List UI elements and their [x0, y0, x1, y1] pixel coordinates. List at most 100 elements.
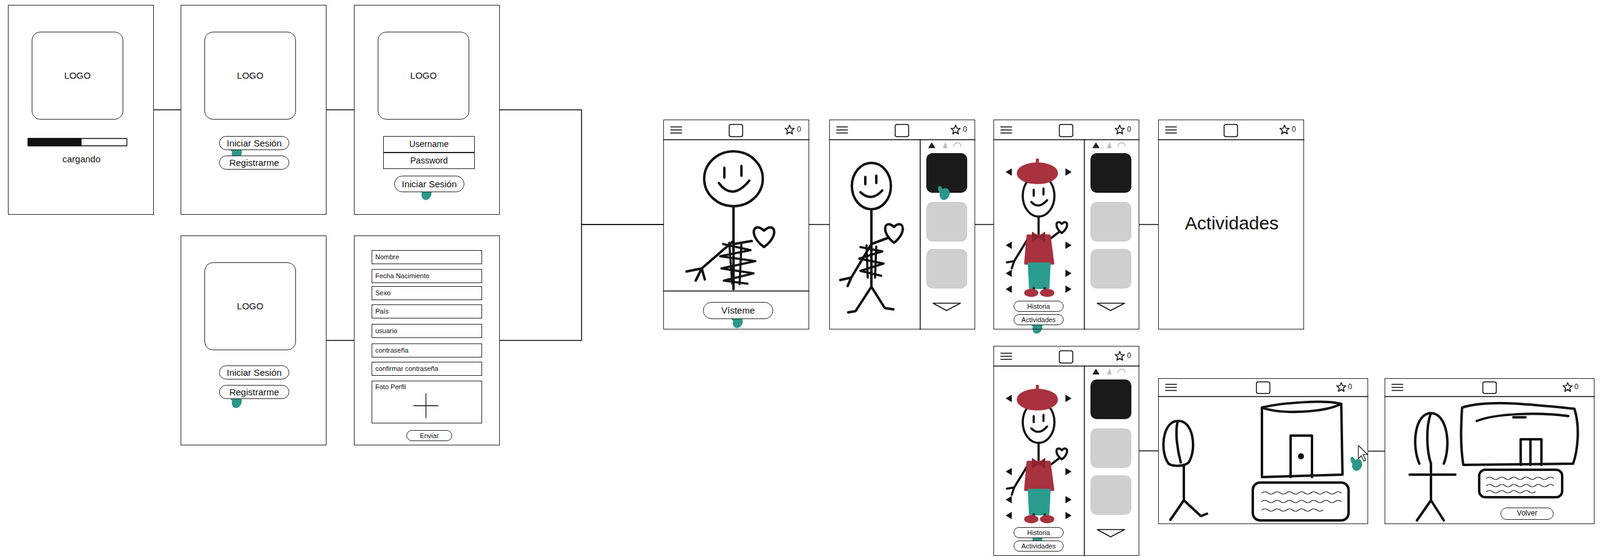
app-header: [1158, 124, 1305, 140]
flow-connector: [1139, 223, 1159, 226]
phone-screen: 0HistoriaActividades: [993, 345, 1140, 556]
stick-figure: [686, 151, 775, 290]
story-scene: [1163, 402, 1368, 521]
pill-button: Enviar: [406, 430, 453, 442]
input-field: Password: [383, 152, 475, 170]
story-scene: [1299, 454, 1303, 459]
app-header: [663, 124, 810, 140]
app-header: [1158, 381, 1369, 397]
node-label: Iniciar Sesión: [226, 367, 282, 378]
stick-figure: [733, 241, 752, 245]
plus-icon: [413, 393, 439, 419]
logo-box: LOGO: [204, 262, 296, 351]
story-scene: [1358, 445, 1368, 462]
input-field: contraseña: [371, 343, 483, 358]
phone-screen: 0HistoriaActividades: [993, 119, 1140, 330]
stick-figure: [718, 165, 750, 192]
wardrobe-panel: [920, 139, 968, 330]
loading-bar: [28, 138, 82, 146]
story-scene: [1252, 482, 1349, 521]
pill-button: Historia: [1013, 300, 1064, 312]
node-label: Registrarme: [229, 157, 280, 168]
phone-screen: 0Volver: [1384, 378, 1595, 525]
photo-upload: Foto Perfil: [371, 380, 483, 424]
pill-button: Actividades: [1013, 540, 1064, 552]
pill-button: Registrarme: [219, 385, 290, 400]
story-scene: [1261, 491, 1342, 512]
flow-connector: [326, 109, 354, 111]
stick-figure: [686, 241, 734, 281]
flow-connector: [326, 339, 354, 342]
input-field: País: [371, 304, 483, 319]
phone-screen: 0Actividades: [1158, 119, 1305, 330]
phone-screen: LOGO Iniciar SesiónRegistrarme: [180, 235, 327, 446]
pill-button: Iniciar Sesión: [219, 136, 290, 151]
screen-text: 0: [1127, 125, 1132, 135]
input-field: Nombre: [371, 250, 483, 265]
dressed-figure: [1005, 159, 1072, 296]
story-scene: [1163, 421, 1194, 467]
node-label: Username: [409, 139, 450, 149]
stick-figure: [840, 162, 903, 313]
node-label: Vísteme: [721, 305, 755, 316]
story-scene: [1476, 413, 1569, 422]
story-scene: [1409, 464, 1456, 521]
flow-connector: [499, 224, 664, 341]
pill-button: Iniciar Sesión: [219, 365, 290, 380]
node-label: usuario: [375, 327, 398, 336]
node-label: Iniciar Sesión: [226, 137, 282, 149]
pill-button: Registrarme: [219, 155, 290, 170]
node-label: LOGO: [410, 70, 437, 81]
story-scene: [1520, 439, 1542, 465]
story-scene: [1170, 464, 1208, 520]
node-label: Actividades: [1021, 316, 1056, 325]
node-label: confirmar contraseña: [375, 364, 439, 373]
logo-box: LOGO: [204, 31, 296, 120]
stick-figure: [859, 245, 884, 278]
phone-screen: 0Vísteme: [663, 119, 810, 330]
phone-screen: 0: [829, 119, 976, 330]
app-header: [993, 350, 1140, 367]
stick-figure: [753, 227, 774, 248]
story-scene: [1460, 403, 1578, 465]
flow-connector: [1139, 450, 1159, 452]
node-label: Registrarme: [229, 386, 280, 398]
node-label: Fecha Nacimiento: [375, 272, 430, 281]
node-label: contraseña: [375, 346, 409, 355]
node-label: Foto Perfil: [375, 383, 406, 392]
story-scene: [1415, 413, 1448, 464]
pill-button: Iniciar Sesión: [394, 175, 465, 193]
phone-screen: LOGO UsernamePasswordIniciar Sesión: [353, 4, 500, 215]
dressed-figure: [1005, 386, 1072, 523]
screen-text: Actividades: [1158, 212, 1305, 235]
node-label: LOGO: [236, 300, 264, 312]
node-label: Enviar: [419, 432, 439, 440]
flow-connector: [153, 109, 181, 111]
screen-text: 0: [1347, 383, 1353, 392]
stick-figure: [851, 162, 891, 210]
stick-figure: [720, 242, 756, 285]
story-scene: [1486, 477, 1554, 494]
stick-figure: [840, 237, 888, 287]
input-field: confirmar contraseña: [371, 361, 483, 376]
node-label: LOGO: [236, 70, 264, 81]
screen-text: 0: [962, 125, 968, 135]
node-label: Volver: [1517, 509, 1538, 519]
input-field: Username: [383, 136, 475, 153]
pill-button: Vísteme: [702, 302, 774, 320]
pill-button: Actividades: [1013, 314, 1064, 326]
app-header: [1384, 381, 1595, 397]
logo-box: LOGO: [377, 31, 470, 120]
wardrobe-panel: [1084, 366, 1132, 556]
phone-screen: LOGO Iniciar SesiónRegistrarme: [180, 4, 327, 215]
logo-box: LOGO: [31, 31, 124, 120]
node-label: Password: [410, 155, 448, 166]
screen-text: 0: [1127, 352, 1132, 361]
story-scene: [1479, 469, 1563, 498]
divider-line: [663, 290, 810, 292]
story-scene: [1261, 402, 1343, 478]
input-field: Fecha Nacimiento: [371, 269, 483, 284]
